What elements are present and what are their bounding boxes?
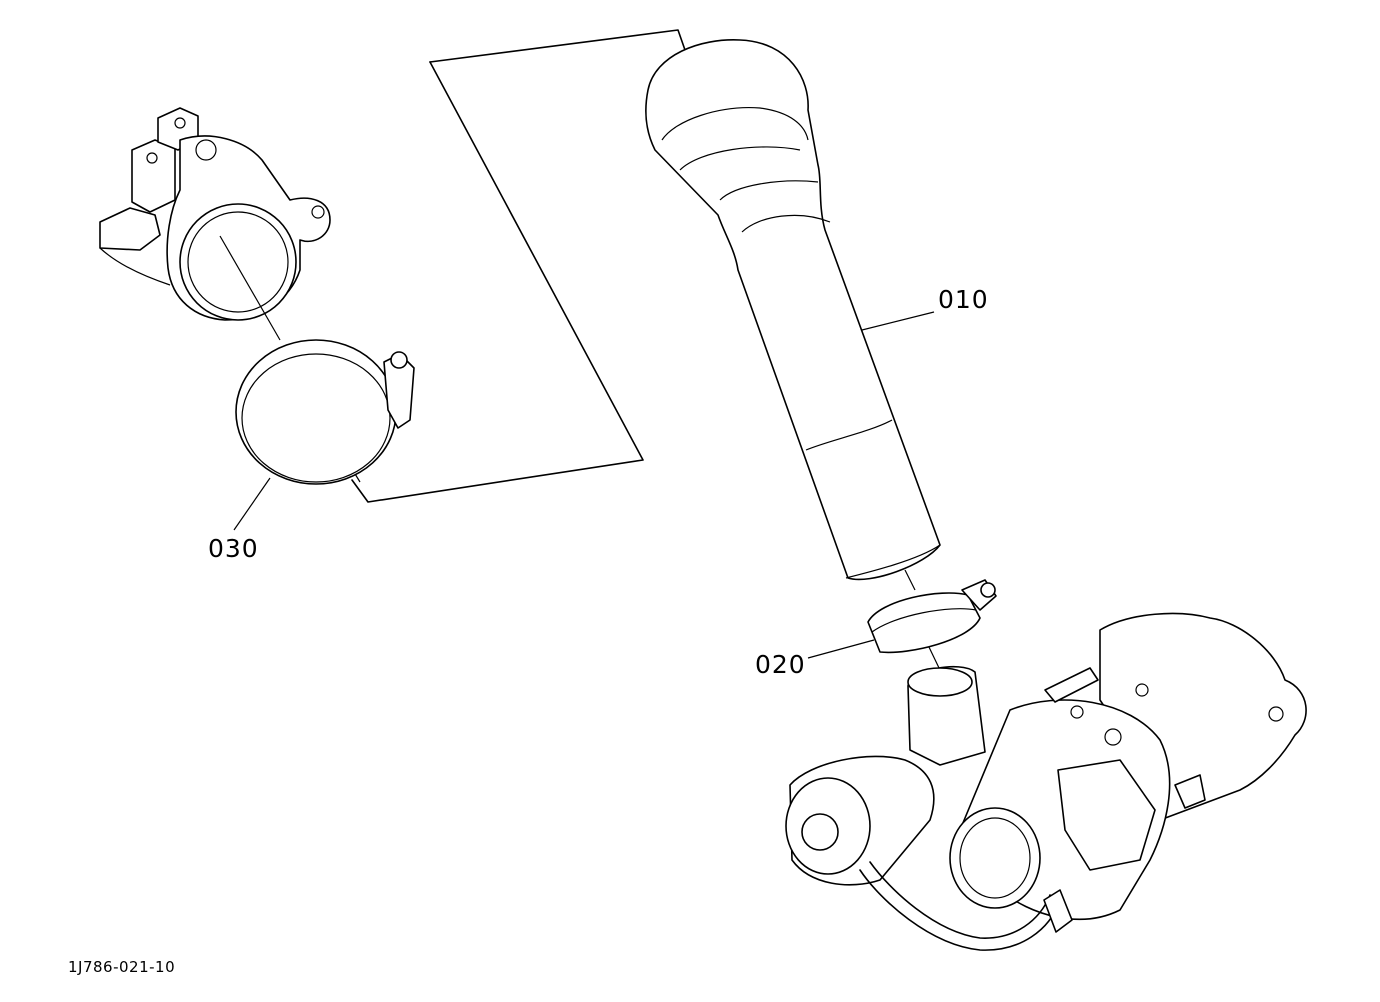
intake-elbow-housing-part [99,107,331,321]
callout-label-020: 020 [755,650,806,679]
figure-code: 1J786-021-10 [68,958,176,976]
air-hose-part [645,39,941,581]
callout-label-010: 010 [938,285,989,314]
hose-clamp-030-part [235,339,415,485]
callout-leader-030 [233,477,271,531]
callout-leader-020 [807,639,875,659]
hose-clamp-020-part [867,579,997,654]
callout-leader-010 [861,311,935,331]
assembly-boundary-outline [351,29,686,503]
callout-label-030: 030 [208,534,259,563]
turbocharger-part [785,612,1307,951]
